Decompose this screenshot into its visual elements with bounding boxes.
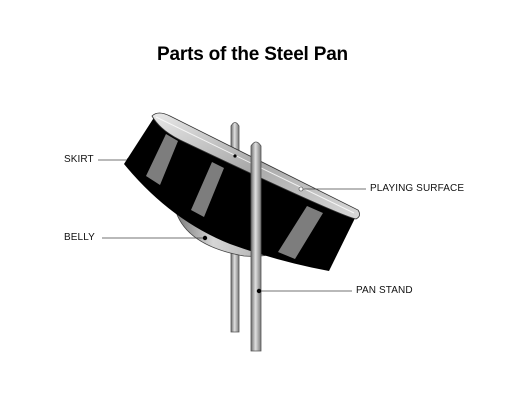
skirt-stripe	[146, 134, 178, 185]
label-pan-stand: PAN STAND	[356, 285, 413, 296]
skirt-stripe	[191, 162, 224, 217]
stand-marker	[233, 154, 237, 158]
pan-stand-front-pole	[250, 141, 262, 352]
pan-stand-leader	[256, 288, 352, 294]
label-playing-surface: PLAYING SURFACE	[370, 183, 465, 194]
skirt-stripe	[278, 206, 323, 259]
skirt-leader	[98, 157, 132, 163]
playing-surface-leader	[298, 186, 366, 192]
label-skirt: SKIRT	[64, 154, 94, 165]
skirt	[124, 116, 358, 271]
belly-leader	[102, 235, 208, 241]
diagram-title: Parts of the Steel Pan	[157, 44, 348, 65]
label-belly: BELLY	[64, 232, 95, 243]
